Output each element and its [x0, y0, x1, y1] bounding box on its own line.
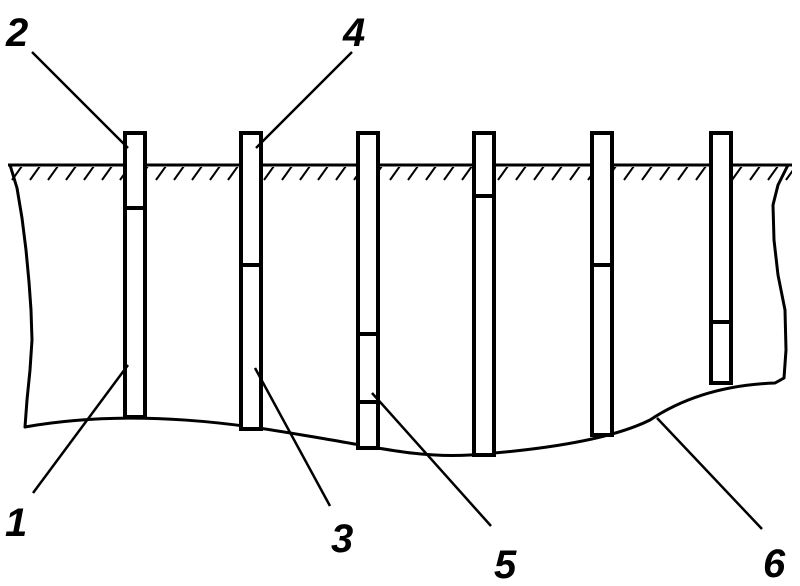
hatch-mark	[768, 166, 778, 180]
hatch-mark	[282, 166, 292, 180]
hatch-mark	[408, 166, 418, 180]
label-3: 3	[331, 517, 353, 561]
pile-1	[125, 133, 145, 417]
pile-3	[358, 133, 378, 448]
pile-4	[474, 133, 494, 455]
pile-6	[711, 133, 731, 383]
hatch-mark	[30, 166, 40, 180]
hatch-mark	[336, 166, 346, 180]
hatch-mark	[678, 166, 688, 180]
hatch-mark	[750, 166, 760, 180]
hatch-mark	[660, 166, 670, 180]
hatch-mark	[534, 166, 544, 180]
hatch-mark	[390, 166, 400, 180]
hatch-mark	[552, 166, 562, 180]
hatch-mark	[570, 166, 580, 180]
hatch-mark	[84, 166, 94, 180]
hatch-mark	[102, 166, 112, 180]
hatch-mark	[156, 166, 166, 180]
hatch-mark	[516, 166, 526, 180]
leader-line-1	[33, 365, 128, 493]
hatch-mark	[228, 166, 238, 180]
hatch-mark	[624, 166, 634, 180]
leader-line-4	[256, 52, 352, 148]
hatch-mark	[444, 166, 454, 180]
hatch-mark	[300, 166, 310, 180]
hatch-mark	[210, 166, 220, 180]
hatch-mark	[696, 166, 706, 180]
hatch-mark	[498, 166, 508, 180]
hatch-mark	[264, 166, 274, 180]
hatch-mark	[462, 166, 472, 180]
pile-2	[241, 133, 261, 429]
hatch-mark	[174, 166, 184, 180]
label-5: 5	[494, 543, 517, 586]
label-4: 4	[342, 11, 365, 55]
label-2: 2	[5, 11, 28, 55]
hatch-mark	[642, 166, 652, 180]
hatch-mark	[426, 166, 436, 180]
label-1: 1	[5, 501, 27, 545]
hatch-mark	[48, 166, 58, 180]
hatch-mark	[318, 166, 328, 180]
leader-line-6	[657, 418, 762, 529]
pile-5	[592, 133, 612, 435]
hatch-mark	[192, 166, 202, 180]
label-6: 6	[763, 542, 786, 586]
hatch-mark	[66, 166, 76, 180]
leader-line-2	[32, 52, 128, 148]
hatch-mark	[732, 166, 742, 180]
